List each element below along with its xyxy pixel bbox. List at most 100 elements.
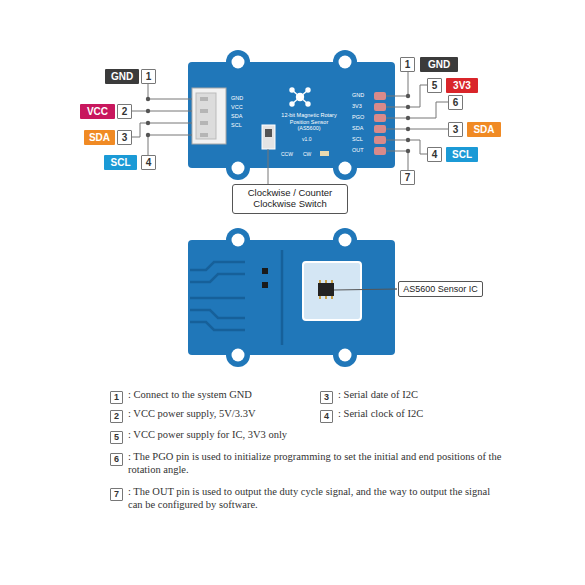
silkscreen-pin-name: PGO (352, 114, 364, 121)
logo (290, 88, 310, 106)
pin-dot (146, 133, 150, 137)
silkscreen-pin-name: 3V3 (352, 103, 362, 110)
callout-number: 4 (141, 155, 156, 170)
node-text: Clockwise / Counter Clockwise Switch (238, 188, 342, 210)
pin-line (386, 118, 408, 119)
pad (374, 92, 386, 100)
leader-line (132, 123, 148, 137)
node-text: SCL (452, 149, 472, 161)
node-text: 2 (114, 411, 119, 421)
legend-text: : Serial clock of I2C (338, 408, 423, 421)
sensor-area (303, 262, 361, 320)
pad (374, 125, 386, 133)
mount-hole (232, 162, 245, 175)
leader-line (408, 129, 448, 130)
trace (190, 297, 245, 300)
pin-line (148, 111, 192, 112)
node-text: GND (428, 59, 450, 71)
chip-pin (325, 280, 327, 283)
pin-line (386, 96, 408, 97)
callout-number: 5 (427, 78, 442, 93)
pin-dot (406, 94, 410, 98)
leader-line (132, 111, 148, 112)
chip-pin (319, 280, 321, 283)
pin-label: SCL (104, 155, 137, 170)
callout-number: 6 (448, 95, 463, 110)
node-text: 5 (114, 432, 119, 442)
slide-switch (262, 125, 275, 149)
callout-number: 1 (400, 57, 415, 72)
trace (190, 274, 245, 282)
pin-dot (406, 149, 410, 153)
leader-line (408, 151, 409, 170)
pin-label: 3V3 (446, 78, 478, 93)
pad (374, 147, 386, 155)
silkscreen-pin-name: GND (352, 92, 364, 99)
switch-mark: CCW (281, 151, 293, 157)
bottom-board (188, 228, 395, 367)
callout-number: 3 (117, 130, 132, 145)
top-board (188, 50, 395, 180)
silkscreen-pin-name: OUT (352, 147, 364, 154)
silkscreen-pin-name: SCL (352, 136, 363, 143)
connector-pin (200, 109, 208, 113)
chip-pin (319, 296, 321, 299)
silkscreen-pin-name: VCC (231, 104, 243, 111)
pin-line (148, 123, 192, 124)
mount-hole (232, 349, 245, 362)
node-text: 1 (146, 71, 152, 83)
pcb (188, 240, 395, 355)
pcb (188, 62, 395, 168)
connector-pin (200, 97, 208, 101)
legend-text: : Connect to the system GND (128, 389, 252, 402)
board-title: 12-bit Magnetic Rotary Position Sensor (… (280, 112, 338, 132)
trace (190, 262, 245, 270)
pin-dot (406, 138, 410, 142)
connector-pin (200, 133, 208, 137)
node-text: 7 (114, 489, 119, 499)
traces (190, 250, 282, 345)
leader-line (408, 85, 427, 107)
pin-dot (146, 121, 150, 125)
node-text: 4 (324, 411, 329, 421)
node-text: VCC (87, 106, 108, 118)
leader-line (148, 84, 149, 99)
connector-slot (196, 93, 216, 139)
legend-number: 4 (320, 410, 333, 423)
pad (374, 103, 386, 111)
pin-dot (406, 127, 410, 131)
callout-line (334, 289, 397, 290)
logo-part (290, 88, 294, 92)
leader-line (408, 72, 409, 96)
node-text: 3 (453, 124, 459, 136)
pad (374, 136, 386, 144)
node-text: 2 (122, 106, 128, 118)
node-text: SDA (473, 124, 494, 136)
legend-number: 5 (110, 431, 123, 444)
callout-number: 3 (448, 122, 463, 137)
legend-text: : VCC power supply, 5V/3.3V (128, 408, 255, 421)
pad (374, 114, 386, 122)
legend-text: : VCC power supply for IC, 3V3 only (128, 429, 287, 442)
node-text: 6 (114, 454, 119, 464)
node-text: 7 (405, 172, 411, 184)
logo-part (306, 88, 310, 92)
pin-dot (146, 97, 150, 101)
pin-line (386, 129, 408, 130)
pin-line (148, 99, 192, 100)
trace (190, 310, 245, 318)
pin-line (386, 140, 408, 141)
mount-hole (339, 162, 352, 175)
legend-number: 6 (110, 453, 123, 466)
silkscreen-pin-name: SDA (352, 125, 363, 132)
legend-text: : Serial date of I2C (338, 389, 418, 402)
node-text: GND (111, 71, 133, 83)
pin-dot (146, 109, 150, 113)
silkscreen-pin-name: SCL (231, 122, 242, 129)
legend-number: 2 (110, 410, 123, 423)
via (262, 268, 268, 274)
pin-label: SCL (446, 147, 478, 162)
node-text: 3 (122, 132, 128, 144)
